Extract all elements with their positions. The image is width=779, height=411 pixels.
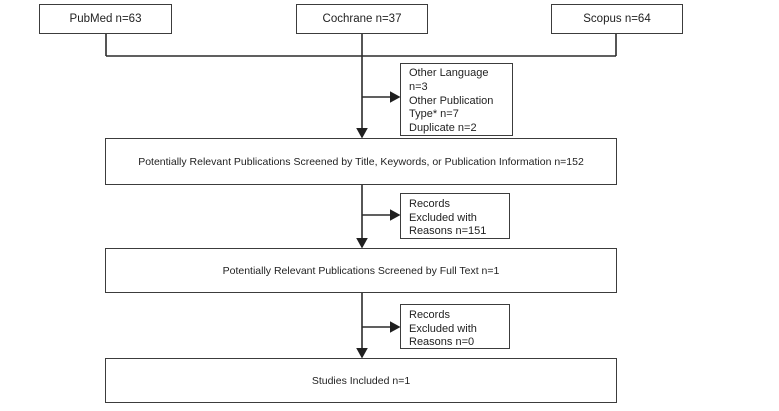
arrowhead-down-3 xyxy=(356,348,368,359)
stage-label-studies-included: Studies Included n=1 xyxy=(311,374,411,387)
stage-label-fulltext-screen: Potentially Relevant Publications Screen… xyxy=(222,264,500,277)
exclusion-fulltext-line-2: Excluded with xyxy=(409,322,477,335)
source-box-scopus: Scopus n=64 xyxy=(551,4,683,34)
exclusion-title-line-2: Excluded with xyxy=(409,211,477,224)
source-box-cochrane: Cochrane n=37 xyxy=(296,4,428,34)
arrowhead-down-1 xyxy=(356,128,368,139)
stage-box-title-screen: Potentially Relevant Publications Screen… xyxy=(105,138,617,185)
exclusion-language-line-4: Type* n=7 xyxy=(409,108,459,121)
exclusion-language-line-3: Other Publication xyxy=(409,94,494,107)
stage-box-fulltext-screen: Potentially Relevant Publications Screen… xyxy=(105,248,617,293)
source-label-cochrane: Cochrane n=37 xyxy=(322,13,402,25)
exclusion-title-line-3: Reasons n=151 xyxy=(409,225,487,237)
exclusion-fulltext-line-3: Reasons n=0 xyxy=(409,336,475,348)
exclusion-language-line-5: Duplicate n=2 xyxy=(409,122,477,135)
source-label-pubmed: PubMed n=63 xyxy=(69,13,142,25)
exclusion-language-line-1: Other Language xyxy=(409,67,489,79)
exclusion-fulltext-line-1: Records xyxy=(409,309,450,321)
arrowhead-down-2 xyxy=(356,238,368,249)
arrowhead-right-2 xyxy=(390,209,401,221)
arrowhead-right-1 xyxy=(390,91,401,103)
exclusion-box-language: Other Language n=3 Other Publication Typ… xyxy=(400,63,513,136)
stage-box-studies-included: Studies Included n=1 xyxy=(105,358,617,403)
source-label-scopus: Scopus n=64 xyxy=(583,13,651,25)
arrowhead-right-3 xyxy=(390,321,401,333)
exclusion-title-line-1: Records xyxy=(409,198,450,210)
exclusion-box-title-screen: Records Excluded with Reasons n=151 xyxy=(400,193,510,239)
stage-label-title-screen: Potentially Relevant Publications Screen… xyxy=(138,155,584,168)
exclusion-language-line-2: n=3 xyxy=(409,80,428,93)
source-box-pubmed: PubMed n=63 xyxy=(39,4,172,34)
exclusion-box-fulltext-screen: Records Excluded with Reasons n=0 xyxy=(400,304,510,349)
